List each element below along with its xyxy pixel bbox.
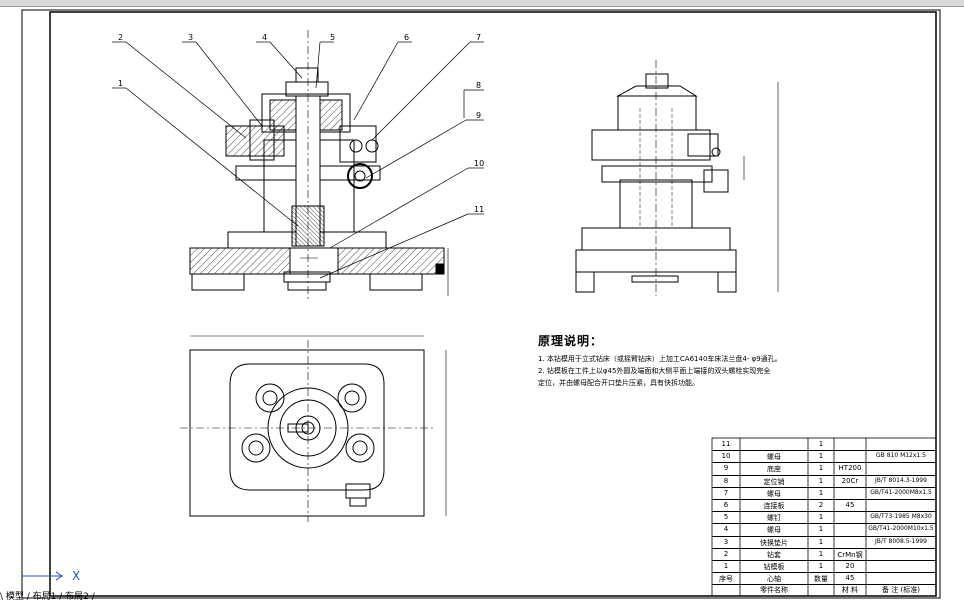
callout-leaders: [112, 41, 484, 279]
bom-cell-std: GB/T41-2000M8x1.5: [870, 488, 932, 496]
bom-cell-qty: 1: [818, 525, 824, 534]
bom-row: 8 定位销 1 20Cr JB/T 8014.3-1999: [712, 475, 936, 488]
window-top-strip: [0, 0, 964, 7]
bom-row: 9 底座 1 HT200: [712, 462, 936, 476]
bom-cell-material: 45: [845, 501, 855, 509]
callout-11: 11: [474, 205, 484, 214]
ucs-icon: [22, 571, 63, 581]
top-view: [180, 335, 447, 522]
notes-line-2: 2. 钻模板在工件上以φ45外圆及端面和大侧平面上端接的双头螺栓实现完全: [538, 367, 771, 375]
bom-cell-name: 螺母: [767, 526, 781, 535]
layout-tabs[interactable]: \ 模型 / 布局1 / 布局2 /: [0, 593, 260, 602]
bom-cell-qty: 1: [818, 562, 824, 570]
bom-cell-name: 螺钉: [767, 514, 781, 523]
front-view: [189, 30, 449, 300]
callout-5: 5: [330, 33, 335, 42]
bom-cell-material: CrMn钢: [837, 550, 863, 559]
bom-footer-std: 备 注 (标准): [882, 586, 920, 595]
bom-cell-qty: 1: [818, 488, 824, 497]
notes-title: 原理说明：: [538, 334, 604, 348]
bom-cell-no: 10: [721, 452, 731, 461]
bom-cell-no: 3: [723, 537, 729, 546]
bom-cell-material: HT200: [838, 464, 862, 473]
bom-cell-qty: 1: [818, 549, 824, 558]
bom-cell-qty: 1: [818, 513, 824, 522]
bom-cell-qty: 1: [818, 440, 824, 448]
bom-cell-no: 6: [723, 501, 729, 509]
bom-row: 6 连接板 2 45: [712, 499, 936, 513]
bom-cell-no: 2: [723, 549, 729, 558]
callout-6: 6: [404, 33, 409, 42]
inner-border: [49, 11, 937, 597]
bom-cell-std: GB/T41-2000M10x1.5: [868, 525, 934, 533]
callout-8: 8: [476, 81, 481, 90]
callout-2: 2: [118, 33, 123, 42]
bom-cell-qty: 数量: [814, 575, 828, 584]
bom-cell-material: 45: [845, 574, 855, 583]
bom-cell-no: 序号: [719, 575, 733, 584]
bom-row: 序号 心轴 数量 45: [712, 572, 936, 586]
bom-footer-material: 材 料: [841, 586, 859, 595]
bom-footer: 零件名称 材 料 备 注 (标准): [712, 584, 936, 594]
bom-cell-name: 底座: [767, 465, 781, 474]
callout-7: 7: [476, 33, 481, 42]
bom-cell-std: JB/T 8014.3-1999: [875, 476, 927, 484]
bom-row: 10 螺母 1 GB 810 M12x1.5: [712, 450, 936, 464]
callout-1: 1: [118, 79, 123, 88]
bom-cell-no: 5: [723, 513, 729, 522]
bom-cell-qty: 1: [818, 537, 824, 546]
callout-4: 4: [262, 33, 267, 42]
bom-row: 1 钻模板 1 20: [712, 560, 936, 574]
bom-footer-name: 零件名称: [760, 586, 788, 595]
bom-cell-name: 快换垫片: [760, 538, 788, 547]
principle-notes: 原理说明： 1. 本钻模用于立式钻床（或摇臂钻床）上加工CA6140车床法兰盘4…: [538, 332, 858, 389]
bom-row: 5 螺钉 1 GB/T73-1985 M8x30: [712, 511, 936, 525]
callout-3: 3: [188, 33, 193, 42]
bom-cell-no: 8: [723, 476, 729, 485]
notes-line-1: 1. 本钻模用于立式钻床（或摇臂钻床）上加工CA6140车床法兰盘4- φ9通孔…: [538, 355, 782, 363]
bom-cell-name: 钻模板: [763, 563, 785, 571]
bom-cell-name: 心轴: [767, 575, 781, 584]
bom-cell-name: 定位销: [763, 477, 785, 486]
bom-cell-no: 1: [723, 562, 729, 570]
ucs-x-label: X: [72, 569, 80, 583]
bom-cell-name: 连接板: [763, 502, 785, 510]
bom-cell-no: 4: [723, 525, 729, 534]
callout-9: 9: [476, 111, 481, 120]
bom-cell-material: 20: [845, 562, 855, 570]
callout-10: 10: [474, 159, 484, 168]
callout-labels: 2 3 4 5 6 7 8 9 10 11 1: [118, 33, 484, 214]
bom-cell-no: 7: [723, 488, 729, 497]
bom-row: 2 钻套 1 CrMn钢: [712, 548, 936, 561]
bom-cell-std: GB 810 M12x1.5: [876, 452, 926, 460]
outer-border: [21, 9, 941, 599]
bom-cell-std: GB/T73-1985 M8x30: [870, 513, 932, 521]
bom-row: 3 快换垫片 1 JB/T 8008.5-1999: [712, 536, 936, 549]
notes-line-3: 定位，并由螺母配合开口垫片压紧，具有快拆功能。: [538, 379, 699, 387]
bom-row: 7 螺母 1 GB/T41-2000M8x1.5: [712, 487, 936, 500]
bom-cell-qty: 1: [818, 452, 824, 461]
bom-cell-material: 20Cr: [841, 476, 859, 485]
bom-cell-name: 钻套: [767, 550, 781, 559]
bom-cell-qty: 2: [818, 501, 824, 509]
bom-table-grid: [711, 437, 937, 597]
bom-cell-name: 螺母: [767, 453, 781, 462]
bom-cell-std: JB/T 8008.5-1999: [875, 537, 927, 545]
tab-strip-label[interactable]: \ 模型 / 布局1 / 布局2 /: [0, 592, 95, 602]
bom-cell-no: 11: [721, 440, 731, 448]
side-view: [575, 60, 779, 296]
bom-cell-no: 9: [723, 464, 729, 473]
bom-row: 4 螺母 1 GB/T41-2000M10x1.5: [712, 523, 936, 537]
bom-cell-qty: 1: [818, 464, 824, 473]
bom-cell-qty: 1: [818, 476, 824, 485]
bom-cell-name: 螺母: [767, 489, 781, 498]
